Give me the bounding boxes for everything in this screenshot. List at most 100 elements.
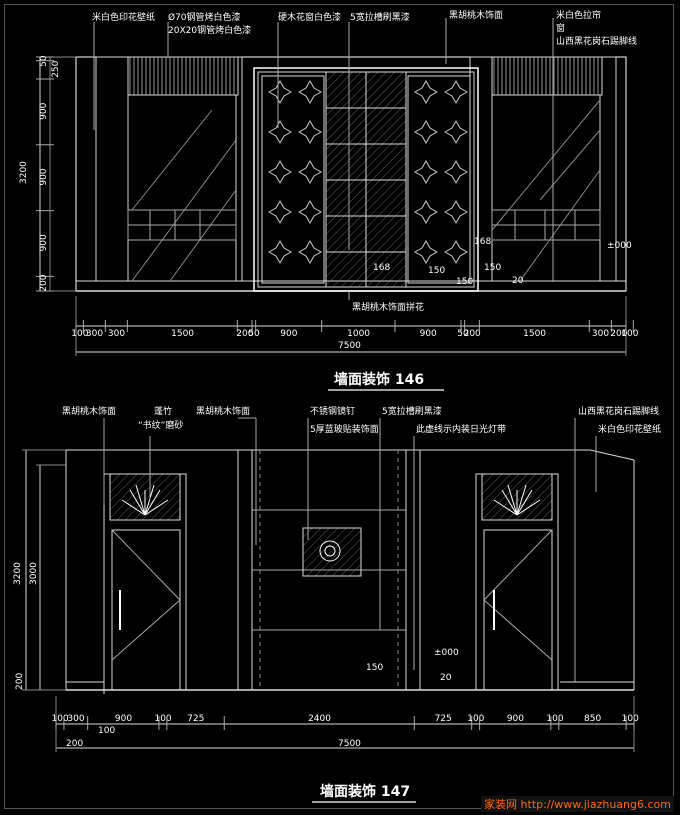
top-vdim-4: 900 xyxy=(39,234,49,251)
label-wallpaper: 米白色印花壁纸 xyxy=(92,11,155,23)
top-hdim-9: 50 xyxy=(457,329,469,339)
bottom-labels: 黑胡桃木饰面 蓬竹 “书纹”磨砂 黑胡桃木饰面 不锈钢镜钉 5厚蓝玻贴装饰面 5… xyxy=(15,405,661,690)
lattice-motif xyxy=(413,199,439,225)
label-mirror: 5厚蓝玻贴装饰面 xyxy=(310,423,379,435)
top-labels: 米白色印花壁纸 Ø70钢管烤白色漆 20X20钢管烤白色漆 硬木花窗白色漆 5宽… xyxy=(92,9,637,313)
drawing-frame xyxy=(4,4,674,809)
top-hdim-1: 300 xyxy=(86,329,103,339)
mark-vdim-bottom-200: 200 xyxy=(15,673,25,690)
bottom-vdims: 3200 3000 xyxy=(13,562,39,585)
bottom-hdim-10: 850 xyxy=(584,714,601,724)
lattice-motif xyxy=(443,199,469,225)
bottom-hdim-7: 100 xyxy=(467,714,484,724)
bottom-hdim-2: 900 xyxy=(115,714,132,724)
lattice-motif xyxy=(413,79,439,105)
lattice-motif xyxy=(267,159,293,185)
label-wallpaper-b: 米白色印花壁纸 xyxy=(598,423,661,435)
lattice-motif xyxy=(413,119,439,145)
top-hdim-10: 200 xyxy=(464,329,481,339)
mark-level-b: ±000 xyxy=(434,648,459,658)
bottom-sub-dim: 100 xyxy=(98,726,115,736)
top-total-dim: 7500 xyxy=(338,341,361,351)
top-hdim-5: 50 xyxy=(248,329,260,339)
bottom-hdim-8: 900 xyxy=(507,714,524,724)
mark-168-b: 168 xyxy=(474,237,491,247)
top-vdim-1: 250 xyxy=(51,60,61,77)
bottom-vdim-3200: 3200 xyxy=(13,562,23,585)
top-hdim-13: 200 xyxy=(610,329,627,339)
label-pipe-70: Ø70钢管烤白色漆 xyxy=(168,11,241,23)
top-vdim-total: 3200 xyxy=(19,161,29,184)
bottom-hdim-5: 2400 xyxy=(308,714,331,724)
mark-20: 20 xyxy=(512,276,524,286)
lattice-motif xyxy=(413,159,439,185)
lattice-motif xyxy=(297,119,323,145)
label-skirting: 山西黑花岗石踢脚线 xyxy=(556,35,637,47)
label-nail: 不锈钢镜钉 xyxy=(310,405,355,417)
lattice-motif xyxy=(413,239,439,265)
top-hdim-6: 900 xyxy=(280,329,297,339)
label-lattice: 硬木花窗白色漆 xyxy=(278,11,341,23)
lattice-motif xyxy=(443,79,469,105)
bottom-hdim-3: 100 xyxy=(154,714,171,724)
top-hdim-0: 100 xyxy=(71,329,88,339)
label-curtain: 米白色拉帘 xyxy=(556,9,601,21)
label-skirting-b: 山西黑花岗石踢脚线 xyxy=(578,405,659,417)
lattice-motif xyxy=(443,159,469,185)
label-groove: 5宽拉槽刷黑漆 xyxy=(350,11,410,23)
elevation-146 xyxy=(36,18,627,356)
mark-150-a: 150 xyxy=(428,266,445,276)
top-hdim-8: 900 xyxy=(420,329,437,339)
label-groove-b: 5宽拉槽刷黑漆 xyxy=(382,405,442,417)
lattice-right xyxy=(413,79,469,265)
bottom-hdim-4: 725 xyxy=(187,714,204,724)
label-window: 窗 xyxy=(556,22,565,34)
label-parquet: 黑胡桃木饰面拼花 xyxy=(352,301,424,313)
label-pipe-20: 20X20钢管烤白色漆 xyxy=(168,24,251,36)
label-lamp: 此虚线示内装日光灯带 xyxy=(416,423,506,435)
top-hdim-11: 1500 xyxy=(523,329,546,339)
top-hdim-14: 100 xyxy=(621,329,638,339)
bottom-hdim-0: 100 xyxy=(52,714,69,724)
lattice-motif xyxy=(267,79,293,105)
top-hdim-4: 200 xyxy=(236,329,253,339)
mark-168-a: 168 xyxy=(373,263,390,273)
bottom-hdim-11: 100 xyxy=(622,714,639,724)
bottom-total-dim: 7500 xyxy=(338,739,361,749)
top-vdim-3: 900 xyxy=(39,168,49,185)
bottom-vdim-3000: 3000 xyxy=(29,562,39,585)
title-147: 墙面装饰 147 xyxy=(320,783,410,800)
top-hdim-7: 1000 xyxy=(347,329,370,339)
lattice-motif xyxy=(297,239,323,265)
lattice-motif xyxy=(267,239,293,265)
top-hdim-3: 1500 xyxy=(171,329,194,339)
label-frosted: “书纹”磨砂 xyxy=(138,419,183,431)
lattice-motif xyxy=(297,199,323,225)
top-vdim-5: 200 xyxy=(39,274,49,291)
mark-150-c: 150 xyxy=(456,277,473,287)
lattice-motif xyxy=(297,79,323,105)
lattice-motif xyxy=(267,119,293,145)
mark-150-b: 150 xyxy=(484,263,501,273)
lattice-motif xyxy=(443,119,469,145)
label-bamboo: 蓬竹 xyxy=(154,405,172,417)
lattice-left xyxy=(267,79,323,265)
bottom-hdim-1: 300 xyxy=(67,714,84,724)
label-walnut-center: 黑胡桃木饰面 xyxy=(196,405,250,417)
lattice-motif xyxy=(443,239,469,265)
label-walnut: 黑胡桃木饰面 xyxy=(449,9,503,21)
lattice-motif xyxy=(267,199,293,225)
top-hdim-12: 300 xyxy=(592,329,609,339)
bottom-hdim-9: 100 xyxy=(546,714,563,724)
label-walnut-left: 黑胡桃木饰面 xyxy=(62,405,116,417)
top-hdim-2: 300 xyxy=(108,329,125,339)
bottom-hdim-6: 725 xyxy=(435,714,452,724)
title-146: 墙面装饰 146 xyxy=(334,371,424,388)
watermark[interactable]: 家装网 http://www.jiazhuang6.com xyxy=(481,796,674,812)
top-vdim-2: 900 xyxy=(39,102,49,119)
elevation-147 xyxy=(22,417,635,752)
